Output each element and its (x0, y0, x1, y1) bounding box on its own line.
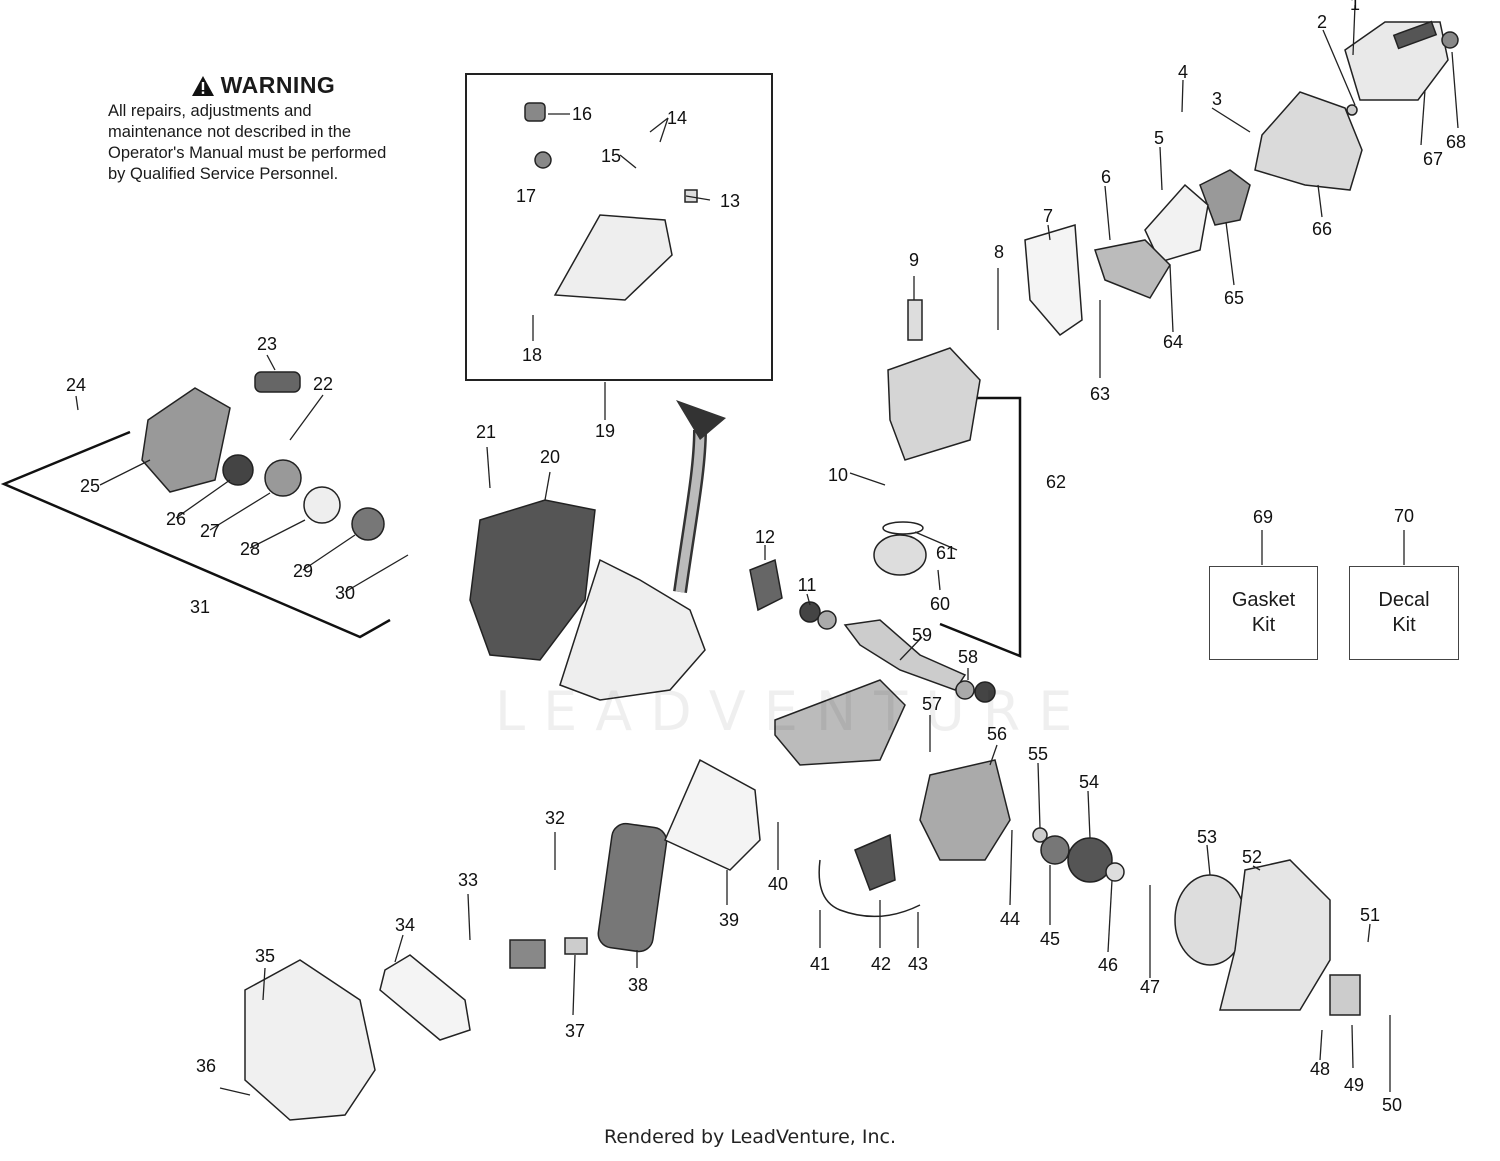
inset-arrow (673, 400, 726, 593)
callout-28: 28 (240, 539, 260, 559)
callout-16: 16 (572, 104, 592, 124)
callout-1: 1 (1350, 0, 1360, 14)
callout-46: 46 (1098, 955, 1118, 975)
callout-31: 31 (190, 597, 210, 617)
callout-66: 66 (1312, 219, 1332, 239)
callout-34: 34 (395, 915, 415, 935)
callout-60: 60 (930, 594, 950, 614)
callout-23: 23 (257, 334, 277, 354)
callout-30: 30 (335, 583, 355, 603)
callout-27: 27 (200, 521, 220, 541)
callout-47: 47 (1140, 977, 1160, 997)
callout-2: 2 (1317, 12, 1327, 32)
callout-62: 62 (1046, 472, 1066, 492)
callout-69: 69 (1253, 507, 1273, 527)
callout-7: 7 (1043, 206, 1053, 226)
callout-63: 63 (1090, 384, 1110, 404)
callout-4: 4 (1178, 62, 1188, 82)
callout-10: 10 (828, 465, 848, 485)
callout-65: 65 (1224, 288, 1244, 308)
callout-68: 68 (1446, 132, 1466, 152)
callout-61: 61 (936, 543, 956, 563)
callout-15: 15 (601, 146, 621, 166)
watermark: LEADVENTURE (495, 680, 1091, 743)
callout-41: 41 (810, 954, 830, 974)
warning-heading: WARNING (118, 72, 408, 99)
callout-70: 70 (1394, 506, 1414, 526)
callout-18: 18 (522, 345, 542, 365)
warning-title: WARNING (220, 72, 336, 98)
callout-39: 39 (719, 910, 739, 930)
callout-numbers: 1 2 3 4 5 6 7 8 9 10 11 12 13 14 15 16 1… (66, 0, 1466, 1115)
callout-29: 29 (293, 561, 313, 581)
callout-26: 26 (166, 509, 186, 529)
fuel-tank-inset-box (465, 73, 773, 381)
callout-50: 50 (1382, 1095, 1402, 1115)
callout-21: 21 (476, 422, 496, 442)
callout-55: 55 (1028, 744, 1048, 764)
gasket-kit-label: Gasket Kit (1231, 589, 1296, 636)
callout-54: 54 (1079, 772, 1099, 792)
decal-kit-box: Decal Kit (1349, 566, 1459, 660)
callout-43: 43 (908, 954, 928, 974)
callout-45: 45 (1040, 929, 1060, 949)
callout-13: 13 (720, 191, 740, 211)
leader-lines (75, 4, 1459, 1096)
callout-6: 6 (1101, 167, 1111, 187)
callout-14: 14 (667, 108, 687, 128)
gasket-kit-box: Gasket Kit (1209, 566, 1318, 660)
callout-44: 44 (1000, 909, 1020, 929)
callout-52: 52 (1242, 847, 1262, 867)
footer-credit: Rendered by LeadVenture, Inc. (603, 1126, 897, 1148)
callout-37: 37 (565, 1021, 585, 1041)
callout-38: 38 (628, 975, 648, 995)
callout-25: 25 (80, 476, 100, 496)
callout-36: 36 (196, 1056, 216, 1076)
callout-24: 24 (66, 375, 86, 395)
callout-32: 32 (545, 808, 565, 828)
callout-20: 20 (540, 447, 560, 467)
callout-48: 48 (1310, 1059, 1330, 1079)
bracket-lines (0, 396, 1022, 658)
warning-triangle-icon (191, 75, 214, 96)
callout-67: 67 (1423, 149, 1443, 169)
part-drawings (141, 20, 1459, 1121)
callout-42: 42 (871, 954, 891, 974)
callout-40: 40 (768, 874, 788, 894)
callout-56: 56 (987, 724, 1007, 744)
callout-49: 49 (1344, 1075, 1364, 1095)
warning-text: All repairs, adjustments and maintenance… (108, 102, 387, 183)
callout-19: 19 (595, 421, 615, 441)
callout-59: 59 (912, 625, 932, 645)
decal-kit-label: Decal Kit (1378, 589, 1430, 636)
callout-33: 33 (458, 870, 478, 890)
callout-9: 9 (909, 250, 919, 270)
callout-57: 57 (922, 694, 942, 714)
callout-35: 35 (255, 946, 275, 966)
callout-53: 53 (1197, 827, 1217, 847)
callout-11: 11 (798, 575, 817, 595)
callout-22: 22 (313, 374, 333, 394)
callout-58: 58 (958, 647, 978, 667)
callout-51: 51 (1360, 905, 1380, 925)
callout-17: 17 (516, 186, 536, 206)
callout-8: 8 (994, 242, 1004, 262)
warning-block: WARNING All repairs, adjustments and mai… (108, 72, 408, 185)
callout-64: 64 (1163, 332, 1183, 352)
callout-5: 5 (1154, 128, 1164, 148)
callout-3: 3 (1212, 89, 1222, 109)
callout-12: 12 (755, 527, 775, 547)
